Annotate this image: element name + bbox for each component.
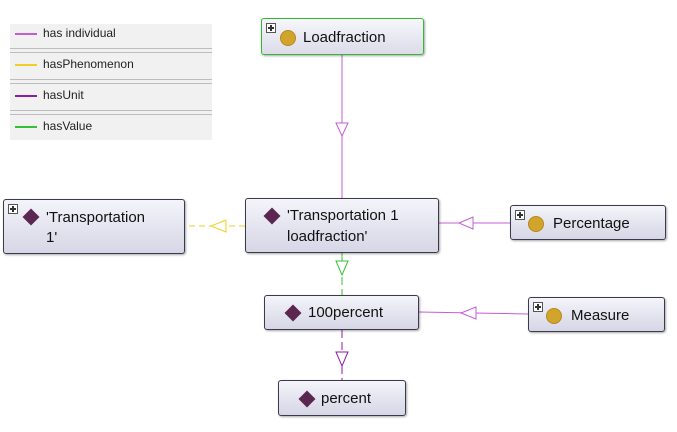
node-transportation-1-loadfraction[interactable]: 'Transportation 1 loadfraction' bbox=[245, 198, 439, 253]
edge-arrowhead-has-individual-measure bbox=[459, 306, 477, 320]
individual-diamond-icon bbox=[284, 304, 302, 322]
legend-swatch bbox=[15, 64, 37, 66]
node-percentage[interactable]: Percentage bbox=[510, 205, 666, 240]
legend-divider bbox=[10, 79, 212, 84]
legend-divider bbox=[10, 110, 212, 115]
node-label: Percentage bbox=[553, 215, 630, 232]
node-transportation-1[interactable]: 'Transportation 1' bbox=[3, 199, 185, 254]
legend-swatch bbox=[15, 95, 37, 97]
individual-diamond-icon bbox=[298, 390, 316, 408]
edge-arrowhead-has-individual-percentage bbox=[457, 216, 474, 230]
legend-swatch bbox=[15, 126, 37, 128]
legend-label: has individual bbox=[43, 26, 116, 40]
individual-diamond-icon bbox=[22, 208, 40, 226]
edge-legend: has individual hasPhenomenon hasUnit has… bbox=[10, 24, 212, 140]
legend-item-has-unit: hasUnit bbox=[10, 86, 212, 114]
node-100percent[interactable]: 100percent bbox=[264, 295, 419, 330]
edge-arrowhead-has-unit bbox=[335, 351, 349, 368]
expand-plus-icon[interactable] bbox=[515, 210, 525, 220]
class-circle-icon bbox=[280, 30, 296, 46]
expand-plus-icon[interactable] bbox=[8, 204, 18, 214]
node-label: percent bbox=[321, 390, 372, 407]
individual-diamond-icon bbox=[263, 207, 281, 225]
expand-plus-icon[interactable] bbox=[533, 302, 543, 312]
legend-divider bbox=[10, 48, 212, 53]
class-circle-icon bbox=[528, 216, 544, 232]
legend-item-has-value: hasValue bbox=[10, 117, 212, 145]
node-label-line-2: loadfraction' bbox=[287, 228, 368, 245]
legend-label: hasUnit bbox=[43, 88, 84, 102]
class-circle-icon bbox=[546, 308, 562, 324]
legend-item-has-individual: has individual bbox=[10, 24, 212, 52]
edge-arrowhead-has-phenomenon bbox=[209, 219, 227, 233]
node-loadfraction[interactable]: Loadfraction bbox=[261, 18, 424, 55]
node-label: 100percent bbox=[308, 304, 384, 321]
edge-arrowhead-has-individual-loadfraction bbox=[335, 122, 349, 138]
legend-label: hasPhenomenon bbox=[43, 57, 134, 71]
legend-swatch bbox=[15, 33, 37, 35]
edge-arrowhead-has-value bbox=[335, 260, 349, 277]
legend-item-has-phenomenon: hasPhenomenon bbox=[10, 55, 212, 83]
node-measure[interactable]: Measure bbox=[528, 297, 665, 332]
node-label-line-1: 'Transportation 1 bbox=[287, 207, 399, 224]
node-label: Loadfraction bbox=[303, 29, 386, 46]
expand-plus-icon[interactable] bbox=[266, 23, 276, 33]
node-percent[interactable]: percent bbox=[278, 380, 406, 416]
node-label-line-1: 'Transportation bbox=[46, 209, 146, 226]
node-label: Measure bbox=[571, 307, 630, 324]
node-label-line-2: 1' bbox=[46, 229, 58, 246]
legend-label: hasValue bbox=[43, 119, 93, 133]
